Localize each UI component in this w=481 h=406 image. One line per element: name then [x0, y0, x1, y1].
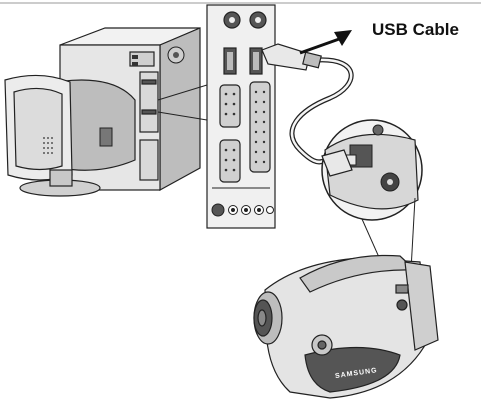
arrow-head-icon	[334, 30, 352, 46]
usb-cable-label: USB Cable	[372, 20, 459, 40]
callout-arrow-line	[300, 38, 342, 53]
monitor-button	[100, 128, 112, 146]
